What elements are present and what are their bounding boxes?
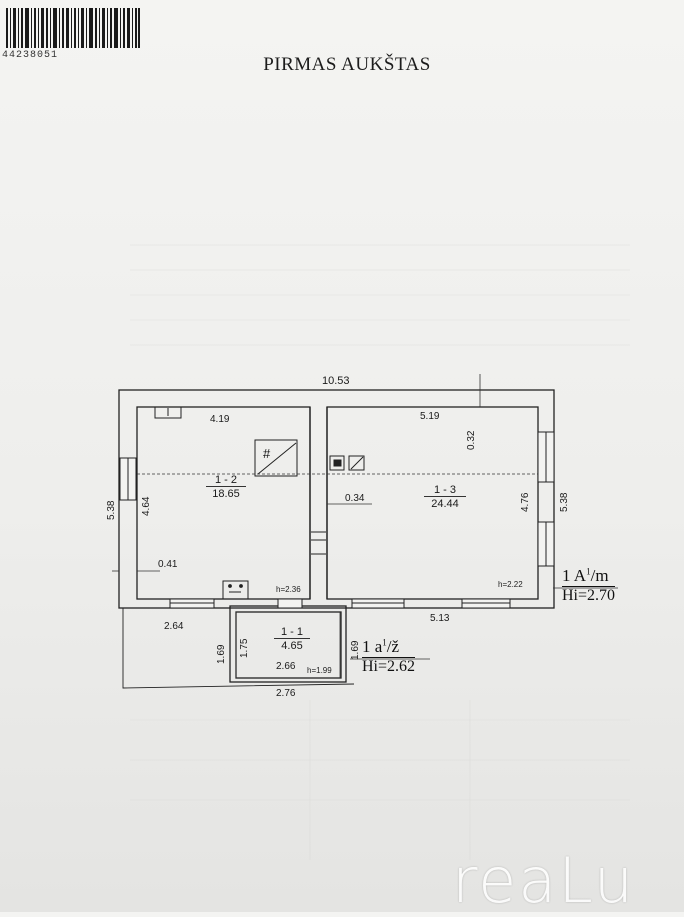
dim-room-1-3-depth: 4.76 bbox=[520, 492, 531, 512]
stair-fixture bbox=[222, 580, 249, 600]
page-title: PIRMAS AUKŠTAS bbox=[263, 54, 431, 75]
marker-height: Hi=2.70 bbox=[562, 586, 616, 604]
room-1-2-label: 1 - 2 18.65 bbox=[206, 474, 246, 500]
watermark-logo: reaLu bbox=[452, 844, 636, 917]
boiler-fixture bbox=[329, 455, 345, 471]
dim-porch-width: 2.66 bbox=[276, 661, 296, 672]
dim-bottom-left: 2.64 bbox=[164, 621, 184, 632]
marker-sup: 1 bbox=[586, 566, 591, 577]
dim-room-1-2-width: 4.19 bbox=[210, 414, 230, 425]
level-marker-main: 1 A1/m Hi=2.70 bbox=[562, 566, 616, 605]
marker-height: Hi=2.62 bbox=[362, 657, 416, 675]
sink-fixture bbox=[154, 406, 182, 419]
room-1-2-inner bbox=[136, 406, 311, 600]
dim-room-1-2-depth: 4.64 bbox=[141, 496, 152, 516]
room-1-1-label: 1 - 1 4.65 bbox=[274, 626, 310, 652]
dim-outer-right: 5.38 bbox=[559, 492, 570, 512]
height-room-1-3: h=2.22 bbox=[498, 580, 523, 589]
vent-fixture bbox=[348, 455, 365, 471]
room-id: 1 - 2 bbox=[214, 474, 237, 486]
room-id: 1 - 3 bbox=[433, 484, 456, 496]
marker-code: 1 a bbox=[362, 637, 383, 656]
dim-wall-mid: 0.34 bbox=[345, 493, 365, 504]
marker-sup: 1 bbox=[382, 637, 387, 648]
dim-porch-right: 1.69 bbox=[350, 640, 361, 660]
room-1-3-label: 1 - 3 24.44 bbox=[424, 484, 466, 510]
marker-suffix: /ž bbox=[386, 637, 400, 656]
level-marker-porch: 1 a1/ž Hi=2.62 bbox=[362, 637, 416, 676]
barcode bbox=[6, 8, 140, 48]
marker-suffix: /m bbox=[590, 566, 609, 585]
barcode-number: 44238051 bbox=[2, 50, 59, 61]
marker-code: 1 A bbox=[562, 566, 587, 585]
dim-room-1-3-width: 5.19 bbox=[420, 411, 440, 422]
dim-porch-left: 1.69 bbox=[216, 644, 227, 664]
dim-porch-outer: 2.76 bbox=[276, 688, 296, 699]
dim-overall-width: 10.53 bbox=[322, 375, 350, 387]
dim-offset-top: 0.32 bbox=[466, 430, 477, 450]
outer-wall-outer bbox=[118, 389, 555, 609]
dim-outer-left: 5.38 bbox=[106, 500, 117, 520]
svg-text:#: # bbox=[263, 446, 271, 461]
stove-fixture bbox=[254, 439, 298, 477]
height-door-1-2: h=2.36 bbox=[276, 585, 301, 594]
dim-bottom-right: 5.13 bbox=[430, 613, 450, 624]
height-porch: h=1.99 bbox=[307, 666, 332, 675]
room-area: 18.65 bbox=[206, 486, 246, 500]
dim-wall-left: 0.41 bbox=[158, 559, 178, 570]
room-area: 24.44 bbox=[424, 496, 466, 510]
room-area: 4.65 bbox=[274, 638, 310, 652]
dim-porch-depth: 1.75 bbox=[239, 638, 250, 658]
room-id: 1 - 1 bbox=[280, 626, 303, 638]
